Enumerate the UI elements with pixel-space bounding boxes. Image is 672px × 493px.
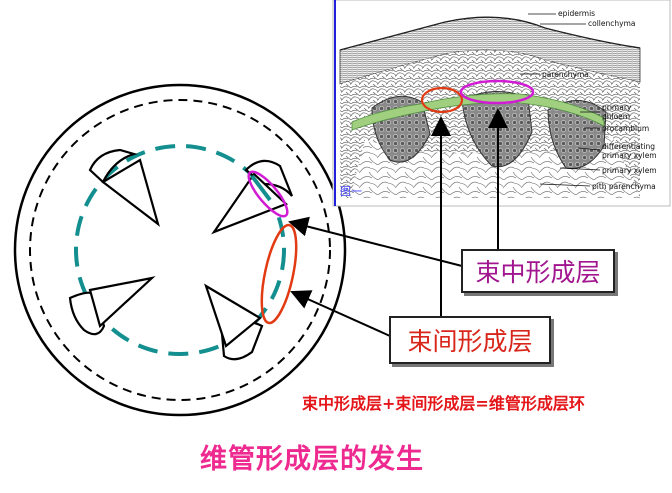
label-collenchyma: collenchyma xyxy=(588,19,635,28)
interfascicular-cambium-highlight xyxy=(260,223,298,325)
label-parenchyma: parenchyma xyxy=(542,70,589,79)
interfascicular-cambium-text: 束间形成层 xyxy=(407,327,533,356)
figure-caption: 图一 xyxy=(340,185,362,198)
label-primary-xylem: primary xylem xyxy=(602,166,657,175)
label-primary-xylem-a: primary xylem xyxy=(602,151,657,160)
xylem-triangle xyxy=(88,276,156,329)
fascicular-cambium-text: 束中形成层 xyxy=(475,258,601,287)
label-primary: primary xyxy=(602,103,632,112)
micrograph-panel: epidermis collenchyma parenchyma primary… xyxy=(332,0,671,207)
arrows xyxy=(288,108,508,337)
fascicular-cambium-strip xyxy=(250,174,272,202)
xylem-triangle xyxy=(204,283,262,348)
micrograph-interfascicular-highlight xyxy=(420,86,464,114)
label-phloem: phloem xyxy=(602,112,630,121)
cambium-equation: 束中形成层+束间形成层=维管形成层环 xyxy=(302,394,585,413)
label-differentiating: differentiating xyxy=(602,142,655,151)
vascular-bundle xyxy=(88,148,160,227)
vascular-bundle xyxy=(68,276,156,336)
page-title: 维管形成层的发生 xyxy=(200,444,424,475)
arrow-interfascicular-to-schematic xyxy=(290,290,391,337)
fascicular-cambium-highlight xyxy=(247,170,289,218)
cambium-ring xyxy=(74,144,286,356)
label-procambium: procambium xyxy=(602,124,649,133)
epidermis-line xyxy=(339,16,641,51)
label-epidermis: epidermis xyxy=(558,9,595,18)
stem-outline xyxy=(13,83,347,417)
micrograph-fascicular-highlight xyxy=(459,79,535,105)
endodermis-dashed-ring xyxy=(29,99,331,401)
interfascicular-cambium-label: 束间形成层 xyxy=(389,316,551,364)
vascular-bundle xyxy=(204,283,264,361)
stem-schematic xyxy=(13,83,347,417)
arrow-fascicular-to-schematic xyxy=(288,216,463,267)
xylem-triangle xyxy=(211,172,289,235)
micrograph-leaders xyxy=(520,13,601,187)
label-pith-parenchyma: pith parenchyma xyxy=(592,182,656,191)
fascicular-cambium-label: 束中形成层 xyxy=(461,249,615,293)
xylem-triangle xyxy=(101,158,160,227)
phloem-cap xyxy=(88,148,138,184)
